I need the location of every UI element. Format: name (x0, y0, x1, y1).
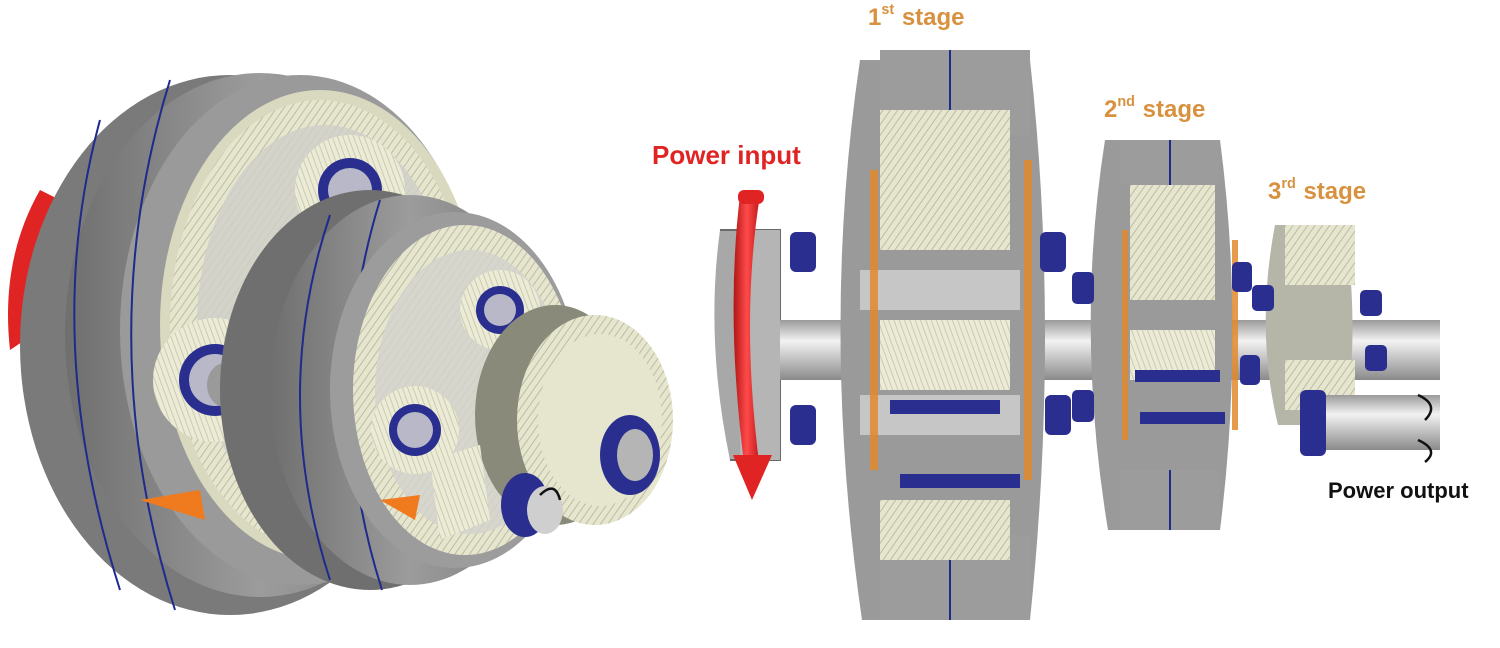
power-input-label: Power input (652, 140, 801, 170)
stage-3-gear (430, 305, 673, 540)
stage-2-label: 2nd stage (1104, 94, 1206, 123)
power-output-label: Power output (1328, 478, 1469, 503)
assembled-gearbox-view (8, 73, 673, 615)
stage-2-bearings (1072, 262, 1260, 422)
output-shaft-right (1300, 390, 1440, 463)
stage-3-label: 3rd stage (1268, 176, 1367, 205)
stage-2-section (1090, 140, 1238, 530)
stage-1-section (840, 50, 1045, 620)
sectioned-gearbox-view (714, 50, 1440, 620)
stage-3-section (1252, 225, 1387, 425)
stage-1-bearings (790, 232, 1071, 445)
stage-1-label: 1st stage (868, 2, 965, 31)
stage-1-carrier (140, 490, 205, 520)
power-input-arrow (733, 190, 772, 500)
output-shaft-left (501, 473, 563, 537)
